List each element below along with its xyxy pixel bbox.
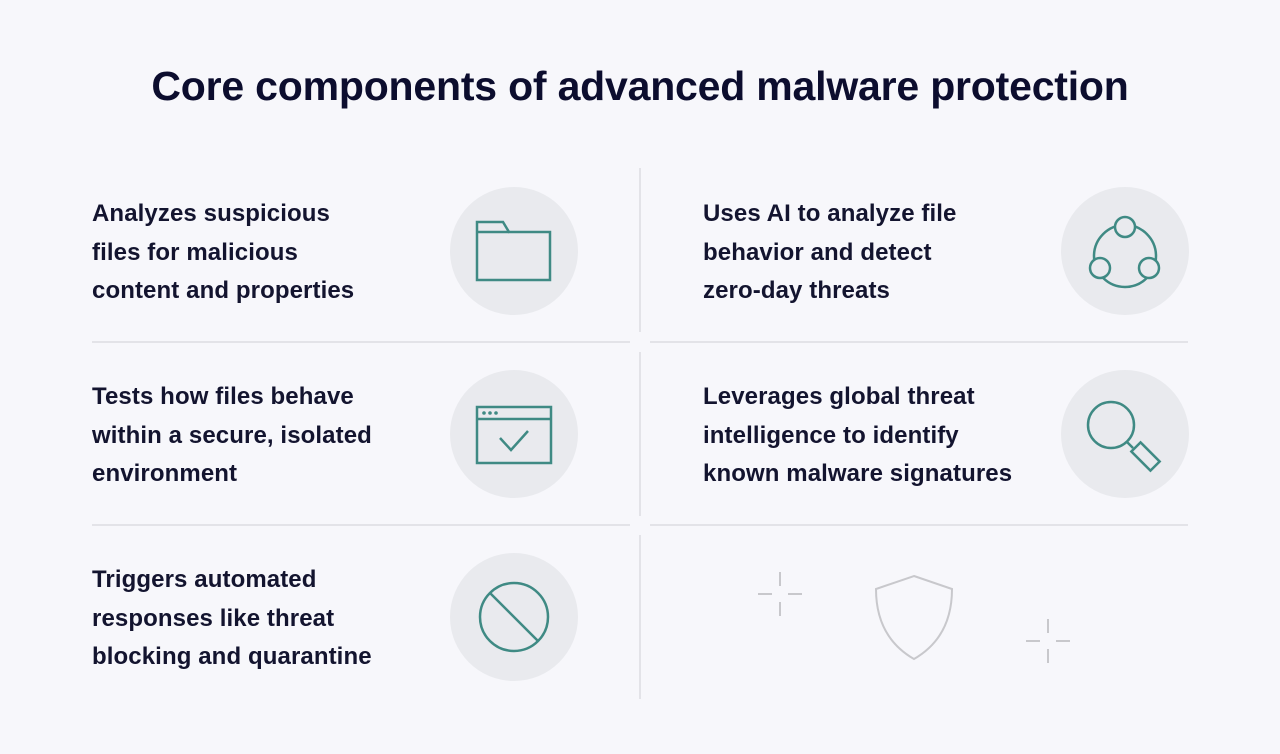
icon-badge (1061, 187, 1189, 315)
sparkle-cross-icon (1026, 619, 1070, 663)
component-description: Triggers automated responses like threat… (92, 566, 372, 670)
component-description: Tests how files behave within a secure, … (92, 383, 372, 487)
horizontal-divider-right-1 (650, 341, 1188, 343)
folder-icon (475, 220, 552, 282)
icon-badge (450, 187, 578, 315)
page-title: Core components of advanced malware prot… (151, 63, 1129, 109)
network-nodes-icon (1088, 215, 1161, 289)
component-description: Analyzes suspicious files for malicious … (92, 200, 355, 304)
icon-badge (450, 370, 578, 498)
icon-badge (450, 553, 578, 681)
magnifying-glass-icon (1086, 400, 1162, 473)
sparkle-cross-icon (758, 572, 802, 616)
vertical-divider-1 (639, 168, 641, 332)
horizontal-divider-left-2 (92, 524, 630, 526)
horizontal-divider-right-2 (650, 524, 1188, 526)
icon-badge (1061, 370, 1189, 498)
horizontal-divider-left-1 (92, 341, 630, 343)
shield-icon (874, 574, 954, 661)
browser-window-check-icon (475, 405, 553, 465)
prohibited-icon (478, 581, 550, 653)
component-description: Uses AI to analyze file behavior and det… (703, 200, 957, 304)
vertical-divider-3 (639, 535, 641, 699)
vertical-divider-2 (639, 352, 641, 516)
component-description: Leverages global threat intelligence to … (703, 383, 1013, 487)
